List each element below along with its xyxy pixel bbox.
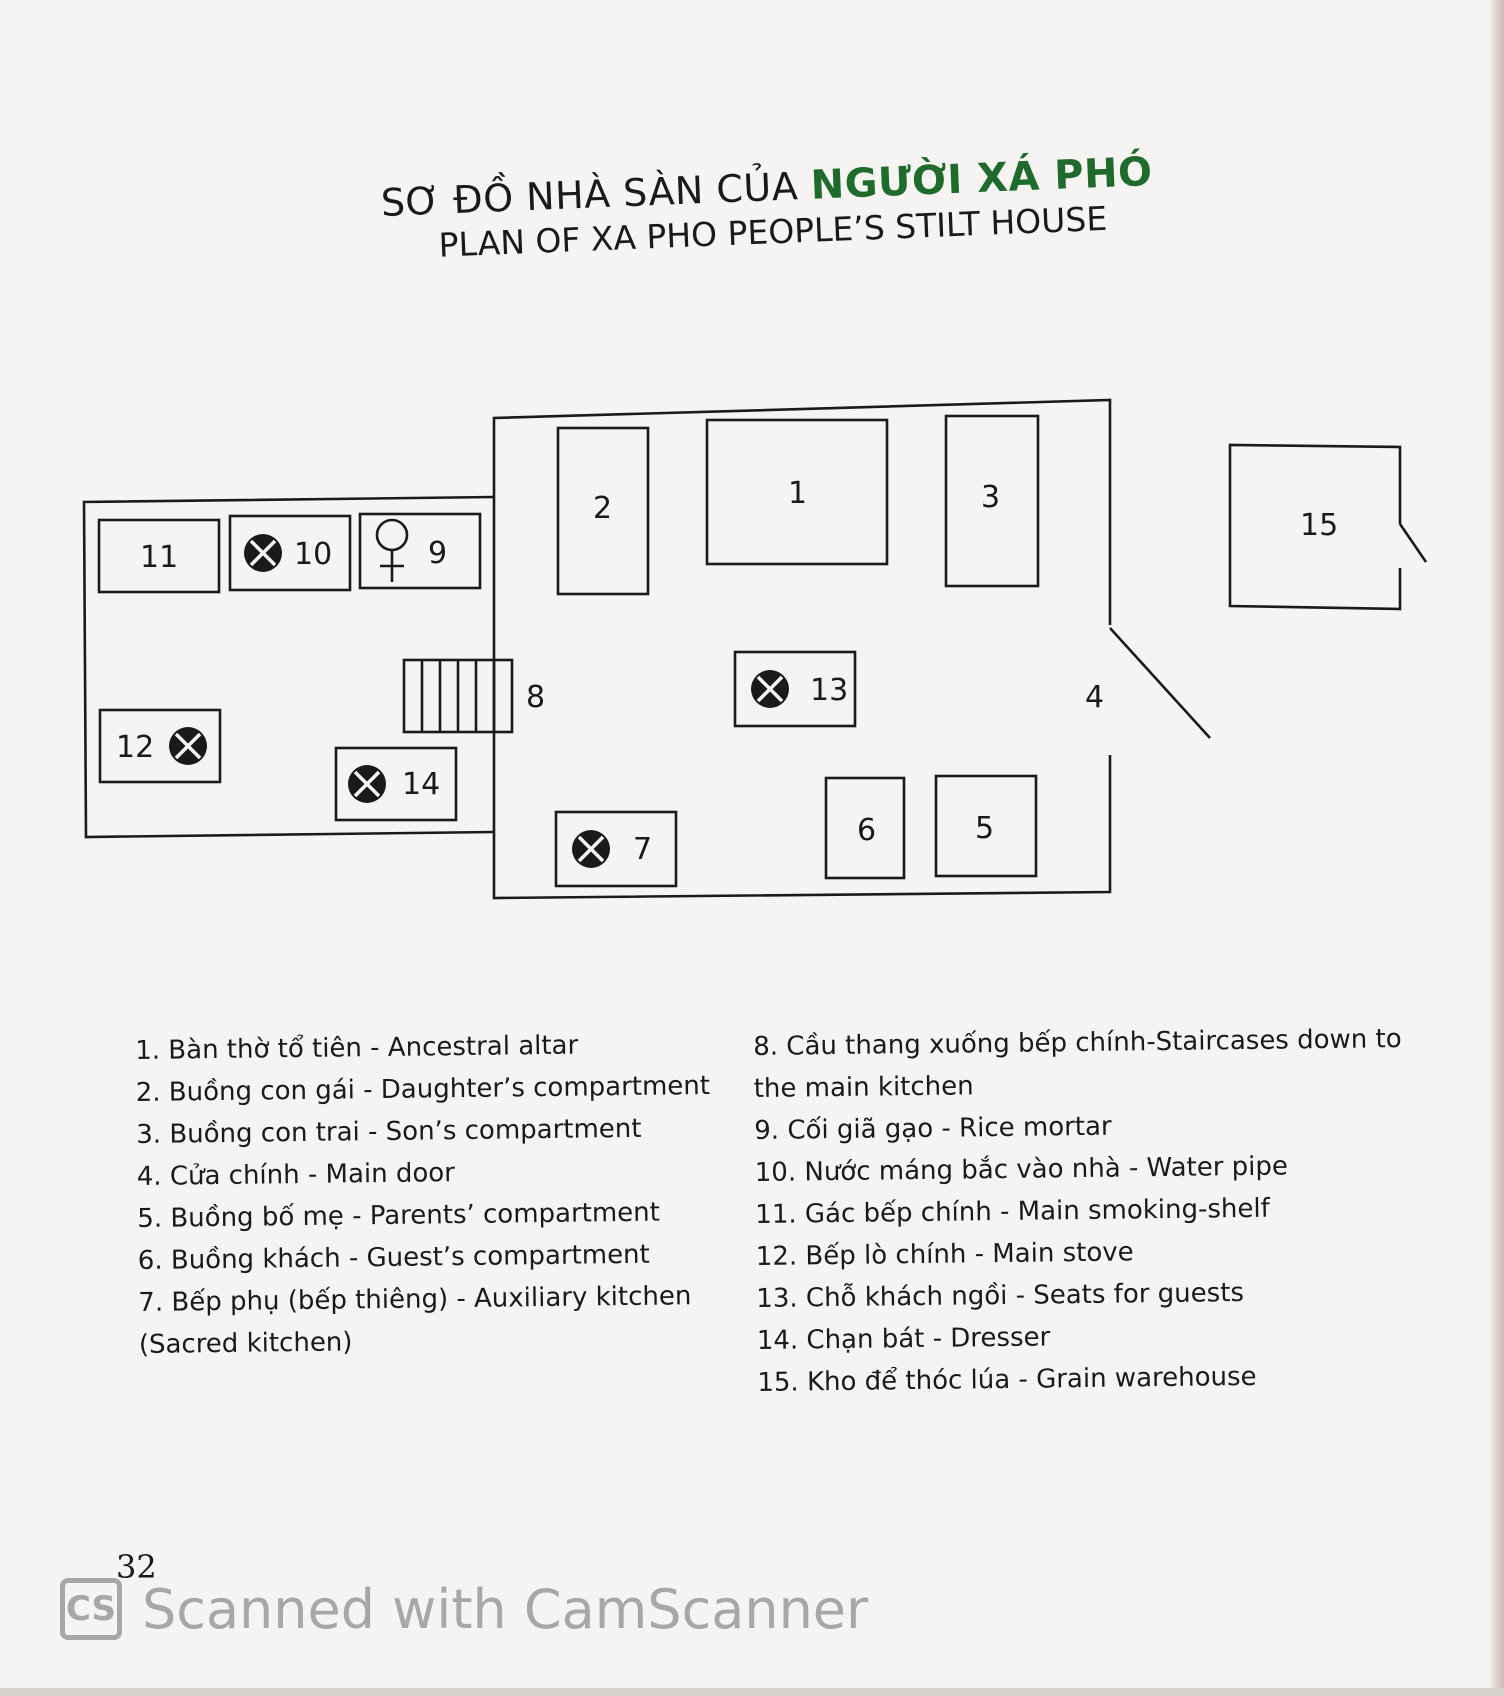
label-dresser: 14: [402, 767, 440, 802]
kitchen-annex-wall: [82, 495, 495, 839]
label-parents: 5: [975, 811, 994, 846]
dresser-fire-icon: [346, 763, 388, 805]
camscanner-watermark: CS Scanned with CamScanner: [60, 1574, 868, 1644]
rice-mortar-icon: [375, 518, 409, 582]
label-seats-for-guests: 13: [810, 673, 848, 708]
main-stove: [98, 708, 222, 784]
camscanner-logo-icon: CS: [60, 1578, 122, 1640]
grain-warehouse: [1228, 443, 1402, 611]
auxiliary-kitchen: [554, 810, 678, 888]
room-son: [944, 414, 1040, 588]
legend-item: 5. Buồng bố mẹ - Parents’ compartment: [137, 1197, 661, 1234]
page-bottom-edge: [0, 1688, 1504, 1696]
label-auxiliary-kitchen: 7: [633, 832, 652, 867]
water-pipe: [228, 514, 352, 592]
label-ancestral-altar: 1: [788, 476, 807, 511]
camscanner-text: Scanned with CamScanner: [142, 1577, 869, 1641]
room-daughter: [556, 426, 650, 596]
legend-item: 2. Buồng con gái - Daughter’s compartmen…: [135, 1070, 711, 1108]
grain-warehouse-door: [1398, 523, 1428, 563]
legend-item: 4. Cửa chính - Main door: [136, 1158, 456, 1192]
legend-item: 7. Bếp phụ (bếp thiêng) - Auxiliary kitc…: [138, 1281, 692, 1360]
label-rice-mortar: 9: [428, 536, 447, 571]
room-ancestral-altar: [705, 418, 889, 566]
label-grain-warehouse: 15: [1300, 508, 1338, 543]
dresser: [334, 746, 458, 822]
seats-for-guests-fire-icon: [749, 668, 791, 710]
label-son: 3: [981, 480, 1000, 515]
room-guest: [824, 776, 906, 880]
rice-mortar: [358, 512, 482, 590]
main-smoking-shelf: [97, 518, 221, 594]
legend-item: 15. Kho để thóc lúa - Grain warehouse: [757, 1361, 1257, 1398]
page-edge: [1490, 0, 1504, 1696]
label-guest: 6: [857, 813, 876, 848]
seats-for-guests: [733, 650, 857, 728]
legend-left-column: 1. Bàn thờ tổ tiên - Ancestral altar 2. …: [135, 1023, 729, 1366]
water-pipe-fire-icon: [242, 532, 284, 574]
legend-item: 8. Cầu thang xuống bếp chính-Staircases …: [753, 1024, 1402, 1104]
legend-item: 1. Bàn thờ tổ tiên - Ancestral altar: [135, 1030, 579, 1066]
label-water-pipe: 10: [294, 537, 332, 572]
main-house-wall: [492, 398, 1112, 900]
label-staircase: 8: [526, 680, 545, 715]
main-door-leaf: [1109, 627, 1211, 739]
legend-item: 6. Buồng khách - Guest’s compartment: [137, 1239, 650, 1276]
label-main-stove: 12: [116, 730, 154, 765]
auxiliary-kitchen-fire-icon: [570, 828, 612, 870]
legend-item: 3. Buồng con trai - Son’s compartment: [136, 1113, 642, 1150]
stilt-house-plan: 4 1 2 3 5 6 7 8 9 10 11 12 13: [82, 398, 1428, 900]
legend-right-column: 8. Cầu thang xuống bếp chính-Staircases …: [753, 1018, 1408, 1404]
room-parents: [934, 774, 1038, 878]
page-number: 32: [116, 1548, 157, 1586]
label-main-door: 4: [1085, 680, 1104, 715]
label-main-smoking-shelf: 11: [140, 540, 178, 575]
label-daughter: 2: [593, 491, 612, 526]
main-stove-fire-icon: [167, 725, 209, 767]
